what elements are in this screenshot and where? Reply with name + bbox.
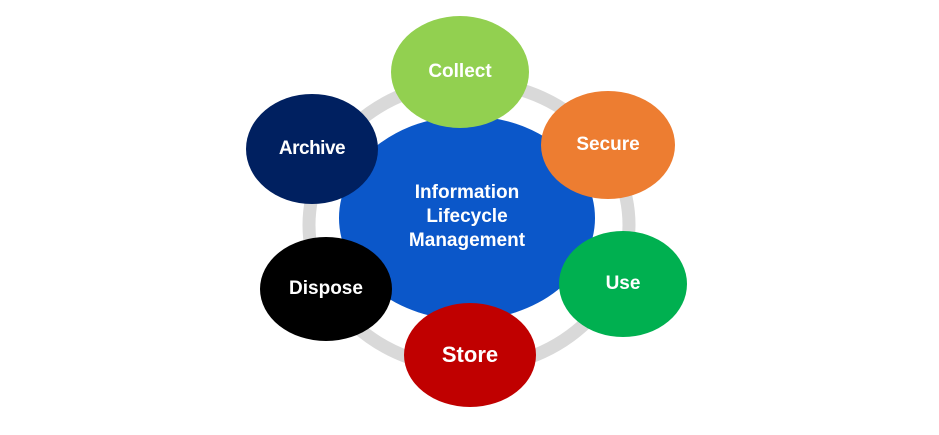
node-use: Use bbox=[559, 231, 687, 337]
node-collect-label: Collect bbox=[428, 61, 492, 82]
center-node-line-2: Lifecycle bbox=[426, 206, 507, 227]
node-dispose-shape bbox=[260, 237, 392, 341]
node-archive: Archive bbox=[246, 94, 378, 204]
node-store-shape bbox=[404, 303, 536, 407]
node-collect-shape bbox=[391, 16, 529, 128]
node-dispose: Dispose bbox=[260, 237, 392, 341]
node-use-label: Use bbox=[606, 273, 641, 294]
center-node-line-1: Information bbox=[415, 182, 520, 203]
node-use-shape bbox=[559, 231, 687, 337]
node-archive-label: Archive bbox=[279, 138, 345, 159]
node-store: Store bbox=[404, 303, 536, 407]
center-node: Information Lifecycle Management bbox=[339, 116, 595, 320]
node-secure-label: Secure bbox=[576, 134, 639, 155]
node-archive-shape bbox=[246, 94, 378, 204]
center-node-line-3: Management bbox=[409, 230, 526, 251]
node-secure-shape bbox=[541, 91, 675, 199]
node-dispose-label: Dispose bbox=[289, 278, 363, 299]
node-store-label: Store bbox=[442, 342, 498, 367]
center-node-shape bbox=[339, 116, 595, 320]
node-collect: Collect bbox=[391, 16, 529, 128]
node-secure: Secure bbox=[541, 91, 675, 199]
